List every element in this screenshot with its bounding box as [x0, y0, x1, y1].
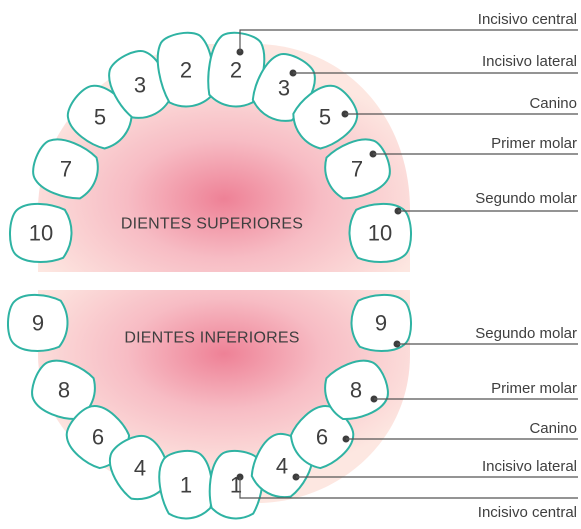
- tooth-type-label: Primer molar: [491, 380, 577, 397]
- tooth-number: 2: [180, 58, 192, 83]
- tooth-number: 10: [368, 221, 392, 246]
- tooth-number: 10: [29, 221, 53, 246]
- tooth-number: 7: [351, 157, 363, 182]
- tooth-number: 4: [134, 456, 146, 481]
- tooth-shape: [7, 293, 69, 352]
- tooth-number: 3: [134, 73, 146, 98]
- tooth-shape: [9, 202, 73, 263]
- tooth-type-label: Incisivo central: [478, 11, 577, 28]
- leader-line: [239, 477, 578, 499]
- tooth-shape: [348, 202, 412, 263]
- tooth-number: 6: [92, 425, 104, 450]
- tooth-number: 7: [60, 157, 72, 182]
- tooth-shape: [350, 293, 412, 352]
- tooth-number: 4: [276, 454, 288, 479]
- leader-lines: [236, 29, 578, 499]
- tooth-type-label: Incisivo lateral: [482, 458, 577, 475]
- tooth-type-label: Canino: [529, 95, 577, 112]
- tooth-shape: [208, 449, 264, 520]
- tooth-upper-right-2ndmolar: [348, 202, 412, 263]
- tooth-shape: [207, 31, 266, 108]
- tooth-number: 5: [319, 105, 331, 130]
- tooth-number: 9: [32, 311, 44, 336]
- tooth-lower-left-2ndmolar: [7, 293, 69, 352]
- tooth-lower-left-central: [158, 449, 214, 520]
- tooth-type-label: Incisivo lateral: [482, 53, 577, 70]
- tooth-shape: [31, 359, 96, 421]
- tooth-number: 5: [94, 105, 106, 130]
- tooth-type-label: Canino: [529, 420, 577, 437]
- tooth-number: 3: [278, 76, 290, 101]
- tooth-number: 2: [230, 58, 242, 83]
- tooth-upper-right-central: [207, 31, 266, 108]
- tooth-type-label: Primer molar: [491, 135, 577, 152]
- tooth-shape: [32, 138, 99, 200]
- tooth-upper-left-1stmolar: [32, 138, 99, 200]
- tooth-number: 9: [375, 311, 387, 336]
- tooth-type-label: Incisivo central: [478, 504, 577, 521]
- tooth-number: 1: [180, 473, 192, 498]
- tooth-type-label: Segundo molar: [475, 190, 577, 207]
- tooth-lower-right-1stmolar: [324, 359, 389, 421]
- tooth-lower-right-canine: [289, 405, 355, 470]
- tooth-shape: [158, 449, 214, 520]
- tooth-number: 8: [58, 378, 70, 403]
- tooth-number: 6: [316, 425, 328, 450]
- arch-separator: [30, 273, 420, 289]
- lower-arch-title: DIENTES INFERIORES: [124, 330, 299, 347]
- tooth-number: 8: [350, 378, 362, 403]
- tooth-type-label: Segundo molar: [475, 325, 577, 342]
- tooth-lower-right-2ndmolar: [350, 293, 412, 352]
- tooth-shape: [292, 84, 359, 150]
- tooth-lower-left-1stmolar: [31, 359, 96, 421]
- tooth-shape: [324, 359, 389, 421]
- leader-line: [239, 29, 578, 52]
- tooth-lower-right-central: [208, 449, 264, 520]
- tooth-upper-left-2ndmolar: [9, 202, 73, 263]
- tooth-shape: [289, 405, 355, 470]
- tooth-upper-right-canine: [292, 84, 359, 150]
- upper-arch-title: DIENTES SUPERIORES: [121, 216, 303, 233]
